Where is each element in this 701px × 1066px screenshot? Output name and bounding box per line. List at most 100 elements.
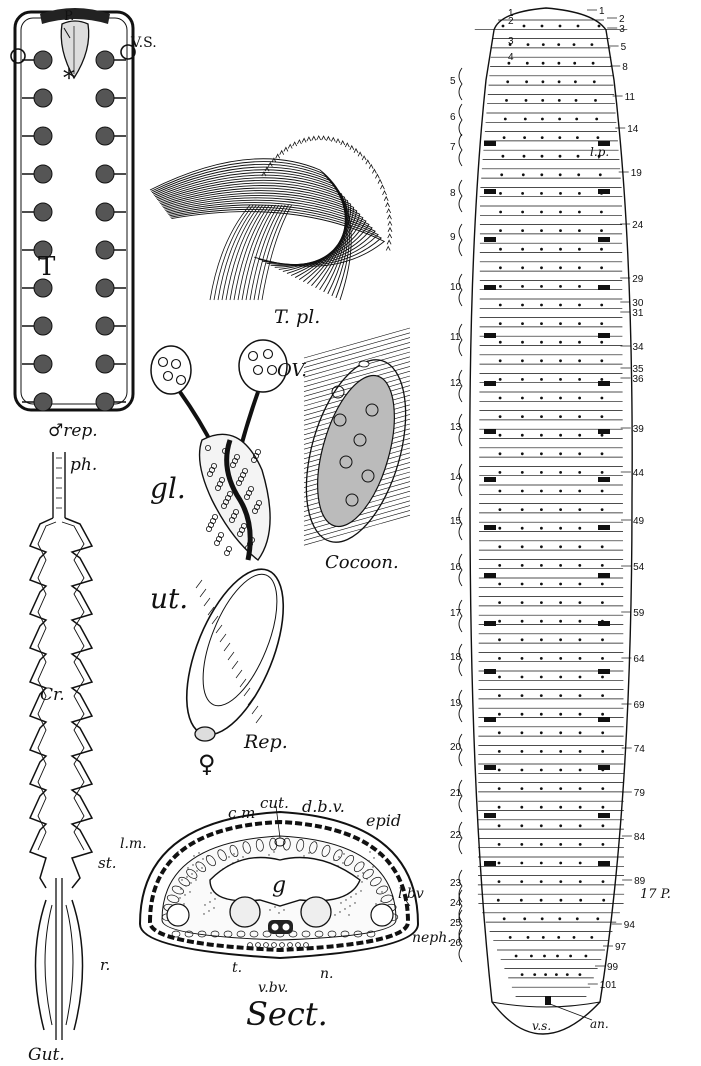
sensilla: [498, 583, 501, 586]
sensilla: [540, 359, 543, 362]
papilla-right: [598, 189, 610, 194]
sensilla: [499, 304, 502, 307]
denticle: [388, 215, 392, 219]
stipple-dot: [214, 898, 215, 899]
body-figure: 1234567891011121314151617181920212223242…: [450, 6, 671, 1034]
stipple-dot: [189, 891, 190, 892]
uterus-hatch: [236, 670, 242, 678]
segment-number-left: 7: [450, 142, 456, 153]
papilla-left: [484, 573, 496, 578]
sensilla: [559, 322, 562, 325]
stipple-dot: [343, 853, 344, 854]
sensilla: [499, 211, 502, 214]
sensilla: [500, 173, 503, 176]
sensilla: [576, 136, 579, 139]
segment-number-left: 26: [450, 938, 462, 949]
sensilla: [502, 155, 505, 158]
annulus-number-right: 44: [633, 468, 645, 479]
sect-label-n: n.: [320, 966, 333, 982]
sensilla: [541, 25, 544, 28]
sensilla: [601, 415, 604, 418]
sensilla: [578, 229, 581, 232]
sensilla: [540, 490, 543, 493]
sensilla: [540, 341, 543, 344]
sensilla: [569, 955, 572, 958]
stipple-dot: [190, 882, 191, 883]
sensilla: [575, 118, 578, 121]
sensilla: [578, 508, 581, 511]
sensilla: [579, 769, 582, 772]
papilla-left: [484, 141, 496, 146]
tooth-plate-fibre: [162, 191, 356, 276]
sensilla: [521, 769, 524, 772]
tooth-plate-lines: [150, 159, 384, 300]
sensilla: [601, 657, 604, 660]
caeca-outer: [35, 900, 82, 1030]
cocoon-figure: Cocoon.: [288, 328, 424, 573]
papilla-right: [598, 525, 610, 530]
sensilla: [573, 43, 576, 46]
tooth-plate-lower-fibre: [218, 205, 256, 300]
stipple-dot: [207, 855, 208, 856]
sensilla: [601, 694, 604, 697]
stipple-dot: [181, 879, 182, 880]
denticle: [265, 167, 269, 171]
sensilla: [601, 545, 604, 548]
sensilla: [521, 211, 524, 214]
sensilla: [578, 248, 581, 251]
sensilla: [525, 99, 528, 102]
segment-number-left: 2: [508, 16, 514, 27]
papilla-right: [598, 765, 610, 770]
male-label-star: *: [63, 64, 75, 92]
stipple-dot: [208, 910, 209, 911]
sensilla: [601, 564, 604, 567]
denticle: [341, 141, 345, 145]
sensilla: [577, 25, 580, 28]
sensilla: [602, 899, 605, 902]
sensilla: [540, 843, 543, 846]
sensilla: [527, 43, 530, 46]
papilla-right: [598, 429, 610, 434]
annulus-number-right: 69: [634, 700, 646, 711]
stipple-dot: [177, 851, 178, 852]
sensilla: [521, 713, 524, 716]
sensilla: [602, 880, 605, 883]
female-label-ut: ut.: [150, 582, 188, 615]
papilla-left: [484, 621, 496, 626]
stipple-dot: [348, 914, 349, 915]
sect-label-cm: c.m: [228, 804, 255, 822]
sensilla: [540, 564, 543, 567]
stipple-dot: [273, 851, 274, 852]
papilla-left: [484, 237, 496, 242]
papilla-left: [484, 669, 496, 674]
sensilla: [505, 99, 508, 102]
sensilla: [579, 676, 582, 679]
ventral-vessel: [296, 943, 301, 948]
ovum: [254, 366, 263, 375]
sensilla: [499, 341, 502, 344]
sensilla: [540, 248, 543, 251]
papilla-left: [484, 477, 496, 482]
annulus-number-right: 74: [634, 744, 646, 755]
denticle: [362, 156, 366, 160]
stipple-dot: [210, 892, 211, 893]
stipple-dot: [209, 901, 210, 902]
sensilla: [600, 359, 603, 362]
stipple-dot: [368, 860, 369, 861]
segment-number-left: 20: [450, 742, 462, 753]
ovum: [172, 360, 181, 369]
sensilla: [578, 304, 581, 307]
sensilla: [520, 862, 523, 865]
sensilla: [523, 155, 526, 158]
vas-loop-left: [11, 49, 25, 63]
sensilla: [591, 43, 594, 46]
sensilla: [559, 843, 562, 846]
sensilla: [600, 378, 603, 381]
uterus-hatch: [204, 598, 210, 606]
stipple-dot: [357, 875, 358, 876]
denticle: [387, 209, 391, 213]
segment-number-left: 23: [450, 878, 462, 889]
sensilla: [579, 731, 582, 734]
stipple-dot: [362, 872, 363, 873]
denticle: [317, 136, 321, 140]
